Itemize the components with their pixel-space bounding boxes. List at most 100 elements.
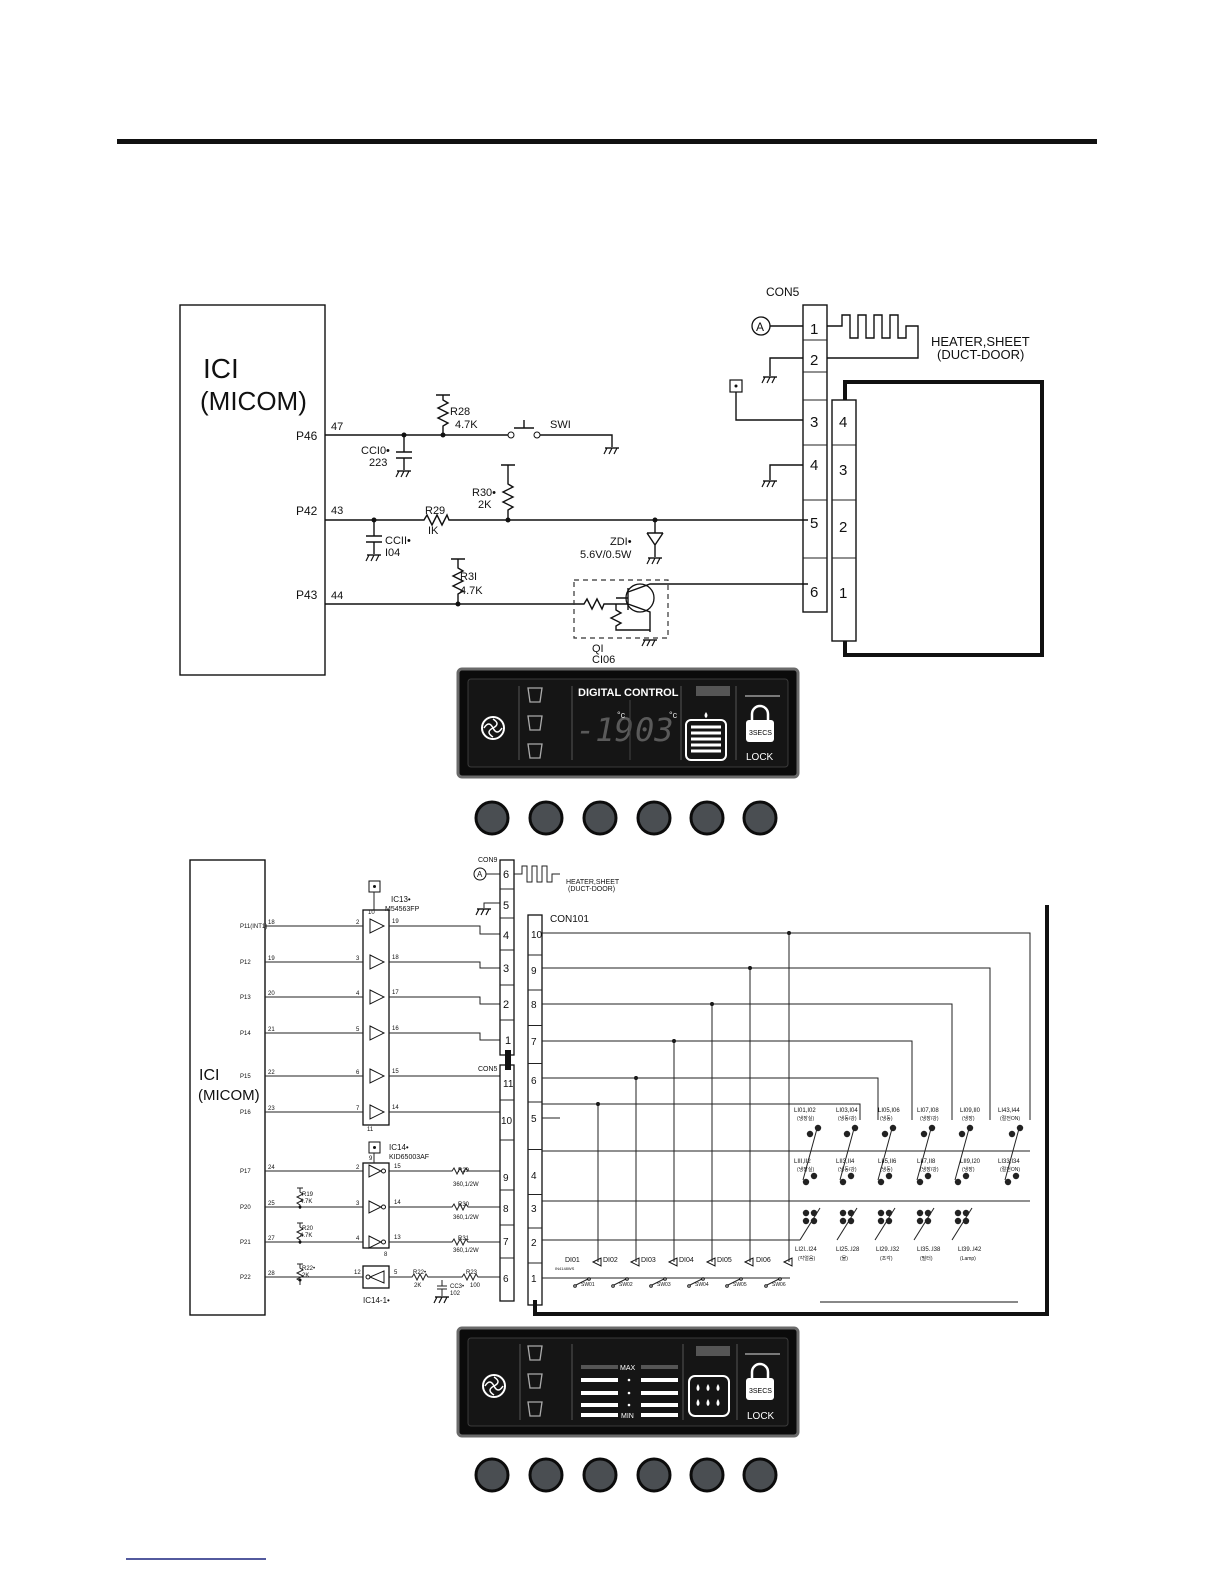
panel2-button-1[interactable]	[474, 1457, 510, 1493]
lower-pin-7: P20	[240, 1205, 251, 1211]
ic13-out-pin-3: 16	[392, 1026, 399, 1032]
crushed-ice-icon[interactable]	[481, 716, 505, 740]
led-row2-sub-5: (절전ON)	[1000, 1166, 1020, 1173]
led-row2-sub-1: (냉동/강)	[838, 1166, 857, 1173]
led-row3-sub-1: (물)	[840, 1256, 848, 1262]
cc10-label: CCI0•	[361, 445, 390, 457]
r29-label: R29	[425, 505, 445, 517]
ic14-out-pin-0: 15	[394, 1164, 401, 1170]
ic13-label: IC13•	[391, 895, 411, 904]
heater-lower: HEATER,SHEET	[566, 879, 620, 886]
lock-label-2: LOCK	[747, 1411, 775, 1422]
cubed-ice-cup-icon	[527, 715, 543, 731]
lower-pin-8: P21	[240, 1240, 251, 1246]
con101-pin-8: 2	[531, 1238, 537, 1249]
lock-icon-2[interactable]	[746, 1378, 774, 1400]
lock-icon[interactable]	[746, 720, 774, 742]
led-row2-label-1: LII3,II4	[836, 1159, 855, 1165]
cc10-value: 223	[369, 457, 387, 469]
pin-p46: P46	[296, 429, 318, 443]
panel1-button-4[interactable]	[636, 800, 672, 836]
ic13-in-pin-0: 2	[356, 920, 360, 926]
panel2-button-2[interactable]	[528, 1457, 564, 1493]
led-row1-label-5: LI43,I44	[998, 1108, 1020, 1114]
lower-pin-num-9: 28	[268, 1271, 275, 1277]
led-row1-label-4: LI09,II0	[960, 1108, 981, 1114]
r31-label: R3I	[460, 571, 477, 583]
r29-lower-value: 360,1/2W	[453, 1182, 479, 1188]
ic14-top-pin: 9	[369, 1156, 373, 1162]
led-key-matrix	[542, 931, 1031, 1288]
water-drops-icon	[688, 1375, 730, 1417]
sw1-label: SWI	[550, 419, 571, 431]
crushed-ice-icon-2[interactable]	[482, 1374, 506, 1398]
r22-value: 2K	[302, 1273, 309, 1279]
led-row2-label-3: LII7,II8	[917, 1159, 936, 1165]
switch-label-2: SW03	[657, 1282, 671, 1288]
r22-label: R22•	[302, 1266, 315, 1272]
led-row3-sub-0: (각얼음)	[798, 1255, 815, 1262]
panel2-button-3[interactable]	[582, 1457, 618, 1493]
r30-lower-label: R30	[458, 1202, 470, 1208]
diode-label-2: DI03	[641, 1257, 656, 1264]
panel1-button-5[interactable]	[689, 800, 725, 836]
led-row2-sub-0: (냉장실)	[797, 1166, 814, 1173]
fridge-temp-unit: °c	[669, 710, 678, 720]
lower-pin-6: P17	[240, 1169, 251, 1175]
zd1-value: 5.6V/0.5W	[580, 549, 632, 561]
lower-pin-0: P11(INT1)	[240, 924, 267, 930]
ic1-lower-label: ICI	[199, 1067, 219, 1084]
panel2-button-5[interactable]	[689, 1457, 725, 1493]
water-cup-icon-2	[527, 1345, 543, 1361]
r22b-label: R22•	[413, 1270, 426, 1276]
panel2-button-6[interactable]	[742, 1457, 778, 1493]
ic13-bottom-pin: 11	[367, 1127, 374, 1133]
led-row2-label-4: LII9,I20	[960, 1159, 981, 1165]
pin-p43: P43	[296, 588, 318, 602]
con101-label: CON101	[550, 914, 589, 925]
con101-pin-4: 6	[531, 1076, 537, 1087]
lower-pin-num-8: 27	[268, 1236, 275, 1242]
digital-control-panel: DIGITAL CONTROL -19 °c 03 °c 3SECS LOCK	[456, 667, 800, 779]
switch-label-3: SW04	[695, 1282, 709, 1288]
con5-lower-pin-7: 7	[503, 1237, 509, 1248]
panel2-button-4[interactable]	[636, 1457, 672, 1493]
led-row1-sub-3: (냉장/강)	[920, 1115, 939, 1122]
diode-switch-labels: DI01SW01DI02SW02DI03SW03DI04SW04DI05SW05…	[555, 1257, 786, 1288]
lower-pin-9: P22	[240, 1275, 251, 1281]
lower-pin-num-6: 24	[268, 1165, 275, 1171]
led-row1-sub-5: (절전ON)	[1000, 1115, 1020, 1122]
con9-pin-3: 3	[503, 963, 509, 975]
cc3-label: CC3•	[450, 1284, 464, 1290]
ic14-out-pin-1: 14	[394, 1200, 401, 1206]
zd1-label: ZDI•	[610, 536, 632, 548]
diode-label-4: DI05	[717, 1257, 732, 1264]
lower-pin-2: P13	[240, 995, 251, 1001]
buffer-gates	[265, 918, 500, 1282]
ic1-upper-sub: (MICOM)	[200, 386, 307, 416]
r31-lower-value: 360,1/2W	[453, 1248, 479, 1254]
ic14-1-box	[362, 1265, 390, 1289]
panel1-button-2[interactable]	[528, 800, 564, 836]
panel2-buttons	[474, 1457, 778, 1493]
ic13-out-pin-5: 14	[392, 1105, 399, 1111]
lower-pin-num-0: 18	[268, 920, 275, 926]
filter-indicator-icon	[685, 719, 727, 761]
ic1-upper-label: ICI	[203, 353, 239, 384]
panel1-button-1[interactable]	[474, 800, 510, 836]
panel1-button-3[interactable]	[582, 800, 618, 836]
ic14-1-pin-out: 5	[394, 1270, 398, 1276]
led-row3-sub-3: (필터)	[920, 1255, 933, 1262]
q1-value: CI06	[592, 654, 615, 666]
r20-label: R20	[302, 1226, 314, 1232]
panel1-button-6[interactable]	[742, 800, 778, 836]
con5-upper-left	[802, 304, 828, 613]
ic13-in-pin-1: 3	[356, 956, 360, 962]
ic13-out-pin-1: 18	[392, 955, 399, 961]
r30-value: 2K	[478, 499, 492, 511]
led-row3-label-3: LI35..I38	[917, 1247, 941, 1253]
lower-pin-num-3: 21	[268, 1027, 275, 1033]
